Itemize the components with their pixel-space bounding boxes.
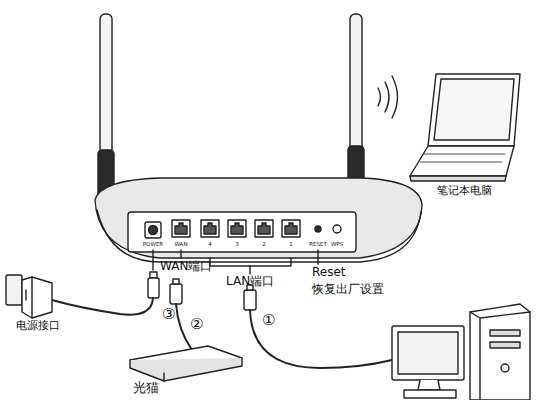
leader-line [317, 250, 318, 264]
power-cord [52, 298, 153, 315]
desktop-pc [392, 326, 464, 380]
button-label: 恢复出厂设置 [312, 283, 384, 297]
port-label: 2 [262, 241, 266, 247]
callout-number: ③ [162, 306, 175, 323]
port-label: WAN [174, 241, 187, 247]
device-label: 光猫 [133, 381, 159, 396]
port-label: POWER [143, 241, 163, 247]
port-label: 3 [235, 241, 239, 247]
router-body [95, 178, 422, 258]
device-label: 笔记本电脑 [437, 185, 492, 198]
port-label: WPS [331, 241, 343, 247]
callout-number: ② [190, 316, 203, 333]
button-label: Reset [312, 266, 346, 280]
power-plug [148, 278, 159, 298]
port-label: WAN端口 [160, 260, 212, 274]
router-base [97, 210, 421, 262]
leader-line [152, 250, 153, 270]
leader-line [180, 250, 181, 258]
lan-cable [250, 310, 392, 368]
power-adapter [22, 277, 52, 318]
wall-socket [6, 275, 22, 305]
lan-bracket [210, 258, 291, 266]
port-label: RESET [309, 241, 327, 247]
device-label: 电源接口 [16, 320, 60, 333]
port-label: 4 [208, 241, 212, 247]
lan-plug [244, 290, 256, 310]
laptop [428, 74, 520, 146]
callout-number: ① [262, 312, 275, 329]
wan-plug [170, 284, 182, 304]
router-panel [128, 212, 356, 252]
port-label: 1 [289, 241, 293, 247]
leader-line [249, 266, 250, 274]
wan-cable [176, 304, 192, 350]
port-label: LAN端口 [226, 275, 274, 289]
